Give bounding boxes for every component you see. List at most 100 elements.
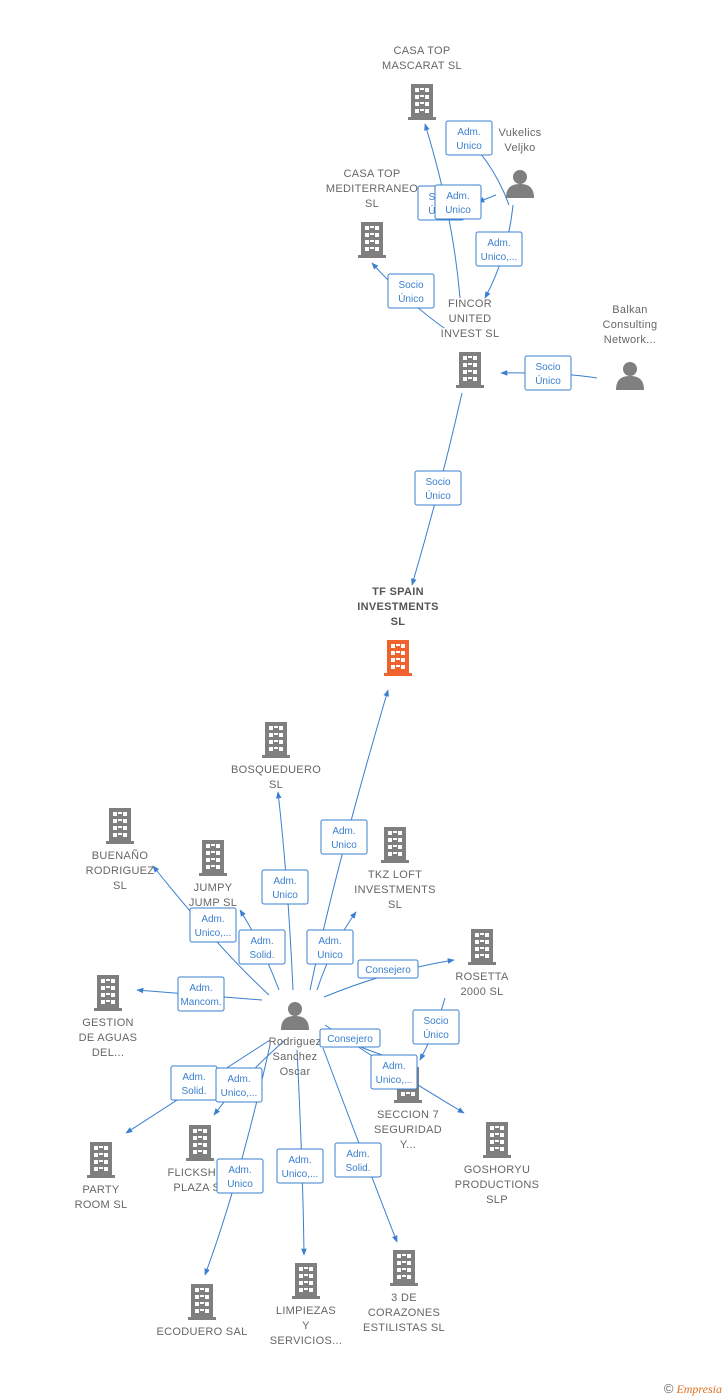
- node-ecoduero[interactable]: ECODUERO SAL: [156, 1284, 247, 1338]
- relation-badge-text: Unico: [456, 141, 482, 152]
- relation-badge[interactable]: Adm. Unico,...: [276, 1148, 324, 1184]
- node-balkan[interactable]: BalkanConsultingNetwork...: [603, 304, 658, 390]
- building-icon: [384, 640, 412, 676]
- node-label: SL: [113, 880, 127, 892]
- node-label: JUMP SL: [189, 897, 237, 909]
- relation-badge-text: Unico,...: [376, 1075, 413, 1086]
- relation-badge-text: Adm.: [189, 983, 212, 994]
- node-label: Consulting: [603, 319, 658, 331]
- node-label: SERVICIOS...: [270, 1335, 342, 1347]
- relation-badge-text: Único: [535, 374, 561, 387]
- node-label: PARTY: [82, 1184, 120, 1196]
- node-label: INVESTMENTS: [357, 601, 439, 613]
- relation-badge[interactable]: Adm.Solid.: [334, 1142, 382, 1178]
- relation-badge[interactable]: Adm.Unico: [320, 819, 368, 855]
- relation-badge-frame: [434, 184, 482, 220]
- building-icon: [456, 352, 484, 388]
- relation-badge-frame: [216, 1158, 264, 1194]
- node-label: CASA TOP: [393, 45, 450, 57]
- node-label: FINCOR: [448, 298, 492, 310]
- relation-badge-frame: [334, 1142, 382, 1178]
- node-label: JUMPY: [194, 882, 233, 894]
- relation-badge-frame: [215, 1067, 263, 1103]
- relation-badge[interactable]: Adm. Unico: [445, 120, 493, 156]
- node-label: RODRIGUEZ: [86, 865, 155, 877]
- relation-badge[interactable]: Adm.Solid.: [238, 929, 286, 965]
- relation-badge[interactable]: Adm.Unico,...: [189, 907, 237, 943]
- relation-badge-text: Adm.: [201, 914, 224, 925]
- node-label: BUENAÑO: [92, 849, 149, 862]
- node-label: MEDITERRANEO: [326, 183, 418, 195]
- relation-badge-frame: [524, 355, 572, 391]
- building-icon: [188, 1284, 216, 1320]
- relation-badge-text: Unico: [272, 890, 298, 901]
- node-label: Oscar: [280, 1066, 311, 1078]
- relation-badge-frame: [445, 120, 493, 156]
- node-label: MASCARAT SL: [382, 60, 462, 72]
- relation-badge[interactable]: Adm.Unico: [306, 929, 354, 965]
- relation-badge-text: Único: [425, 489, 451, 502]
- relation-badge[interactable]: Adm.Solid.: [170, 1065, 218, 1101]
- empresia-logo[interactable]: Empresia: [676, 1382, 722, 1396]
- relation-badge[interactable]: Adm.Unico,...: [370, 1054, 418, 1090]
- node-label: PRODUCTIONS: [455, 1179, 540, 1191]
- building-icon: [358, 222, 386, 258]
- node-label: ROSETTA: [455, 971, 509, 983]
- relation-badge-text: Unico,...: [282, 1169, 319, 1180]
- relation-badge-frame: [238, 929, 286, 965]
- relation-badge-frame: [387, 273, 435, 309]
- node-label: TKZ LOFT: [368, 869, 422, 881]
- person-icon: [616, 362, 644, 390]
- building-icon: [87, 1142, 115, 1178]
- node-label: SEGURIDAD: [374, 1124, 442, 1136]
- copyright-icon: ©: [663, 1381, 674, 1396]
- node-label: Y: [302, 1320, 310, 1332]
- node-buenano[interactable]: BUENAÑO RODRIGUEZ SL: [86, 808, 155, 892]
- relation-badge-text: Adm.: [273, 876, 296, 887]
- relation-badge-text: Adm.: [228, 1165, 251, 1176]
- node-jumpy-jump[interactable]: JUMPY JUMP SL: [189, 840, 237, 909]
- relation-badge-text: Adm.: [288, 1155, 311, 1166]
- relation-badge[interactable]: Adm.Unico: [216, 1158, 264, 1194]
- relation-badge[interactable]: Adm. Unico: [261, 869, 309, 905]
- relation-badge[interactable]: Consejero: [319, 1028, 381, 1048]
- node-seccion7[interactable]: SECCION 7SEGURIDADY...: [374, 1067, 442, 1151]
- relation-badge-text: Solid.: [249, 950, 274, 961]
- relation-badge-text: Unico,...: [221, 1088, 258, 1099]
- relation-badge-text: Adm.: [457, 127, 480, 138]
- relation-badge[interactable]: Consejero: [357, 959, 419, 979]
- relation-badge-text: Adm.: [446, 191, 469, 202]
- node-label: Rodriguez: [269, 1036, 322, 1048]
- relation-badge-text: Consejero: [365, 965, 411, 976]
- relation-badge-text: Solid.: [181, 1086, 206, 1097]
- building-icon: [381, 827, 409, 863]
- relation-badge[interactable]: Adm.Unico: [434, 184, 482, 220]
- node-label: SL: [391, 616, 406, 628]
- building-icon: [186, 1125, 214, 1161]
- relation-badge-frame: [306, 929, 354, 965]
- node-casa-top-mascarat[interactable]: CASA TOP MASCARAT SL: [382, 45, 462, 120]
- relation-badge[interactable]: Adm.Unico,...: [475, 231, 523, 267]
- relation-badge[interactable]: Adm.Mancom.: [177, 976, 225, 1012]
- node-label: FLICKSHOP: [167, 1167, 232, 1179]
- relation-badge[interactable]: Adm. Unico,...: [215, 1067, 263, 1103]
- relation-badge-text: Adm.: [227, 1074, 250, 1085]
- node-limpiezas[interactable]: LIMPIEZASYSERVICIOS...: [270, 1263, 342, 1347]
